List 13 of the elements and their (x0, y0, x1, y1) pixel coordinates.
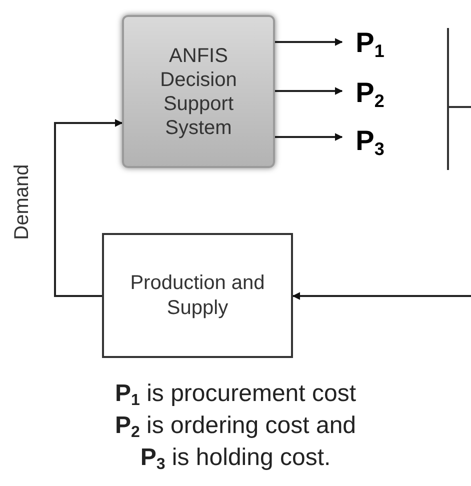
arrow (292, 292, 471, 300)
arrow (54, 119, 123, 297)
output-label: P$_{2}$ (345, 72, 395, 114)
process-box: Production and Supply (102, 233, 293, 358)
process-box: ANFIS Decision Support System (122, 15, 275, 168)
note-text: P$_{3}$ is holding cost. (140, 443, 331, 474)
output-label: P$_{1}$ (345, 22, 395, 64)
arrow (275, 87, 343, 95)
note-text: P$_{2}$ is ordering cost and (114, 411, 356, 442)
arrow (275, 38, 343, 46)
note-text: P$_{1}$ is procurement cost (114, 379, 356, 410)
arrow (275, 133, 343, 141)
output-label: P$_{3}$ (345, 120, 395, 162)
